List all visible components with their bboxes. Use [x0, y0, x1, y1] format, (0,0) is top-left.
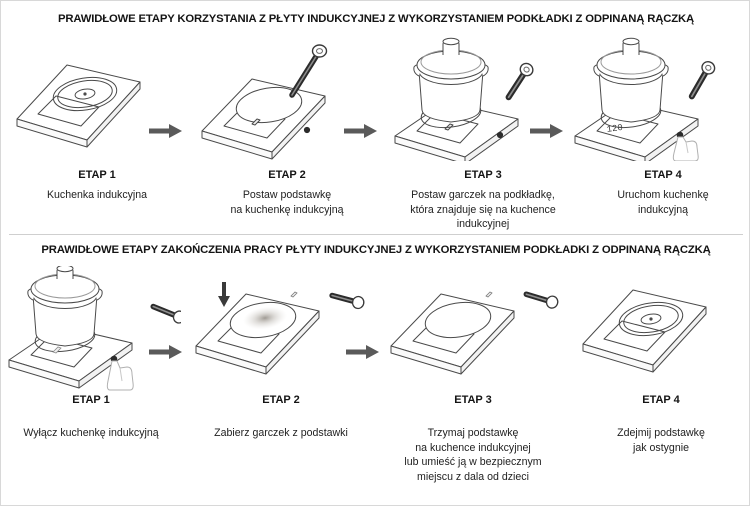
step-finish-3: ETAP 3 Trzymaj podstawkę na kuchence ind…	[383, 266, 563, 483]
section-title-finishing: PRAWIDŁOWE ETAPY ZAKOŃCZENIA PRACY PŁYTY…	[41, 244, 711, 256]
step-caption: Zabierz garczek z podstawki	[214, 427, 348, 439]
detachable-handle-icon	[505, 62, 534, 101]
detachable-handle-icon	[523, 291, 559, 309]
step-caption: Wyłącz kuchenkę indukcyjną	[23, 427, 159, 439]
step-label: ETAP 2	[262, 394, 300, 406]
finishing-steps-row: ETAP 1 Wyłącz kuchenkę indukcyjną	[1, 266, 750, 483]
arrow-right-icon	[346, 344, 380, 360]
caption-line: Uruchom kuchenkę	[617, 189, 709, 201]
step-caption: Zdejmij podstawkę jak ostygnie	[563, 426, 750, 455]
caption-line: miejscu z dala od dzieci	[417, 470, 529, 483]
caption-line: na kuchenkę indukcyjną	[230, 203, 344, 216]
detachable-handle-icon	[289, 44, 328, 98]
illustration-hob-with-pot-hand-pressing-button: 120	[573, 31, 750, 161]
caption-line: która znajduje się na kuchence	[410, 203, 556, 216]
illustration-hob-with-pot-and-detached-handle	[393, 31, 573, 161]
arrow-right-icon	[530, 123, 564, 139]
caption-line: na kuchence indukcyjnej	[415, 441, 531, 454]
step-label: ETAP 3	[454, 394, 492, 406]
section-divider	[9, 234, 743, 235]
step-label: ETAP 4	[644, 169, 682, 181]
arrow-right-icon	[344, 123, 378, 139]
illustration-induction-hob-plain	[7, 31, 187, 161]
arrow-down-icon	[218, 282, 230, 307]
step-usage-1: ETAP 1 Kuchenka indukcyjna	[7, 31, 187, 231]
hand-icon	[672, 136, 699, 161]
step-caption: Kuchenka indukcyjna	[46, 189, 148, 201]
step-caption: Postaw garczek na podkładkę, która znajd…	[385, 188, 581, 232]
display-readout: 120	[606, 123, 623, 135]
step-label: ETAP 1	[72, 394, 110, 406]
illustration-hob-with-pot-hand-pressing-button	[1, 266, 181, 396]
caption-line: lub umieść ją w bezpiecznym	[404, 456, 542, 469]
caption-line: indukcyjnej	[456, 218, 510, 231]
step-finish-4: ETAP 4 Zdejmij podstawkę jak ostygnie	[571, 266, 750, 466]
usage-steps-row: ETAP 1 Kuchenka indukcyjna	[1, 31, 750, 231]
illustration-induction-hob-plain	[571, 266, 750, 396]
caption-line: Zdejmij podstawkę	[617, 427, 705, 439]
arrow-right-icon	[149, 123, 183, 139]
step-label: ETAP 2	[268, 169, 306, 181]
caption-line: Trzymaj podstawkę	[427, 427, 519, 439]
detachable-handle-icon	[688, 61, 716, 100]
step-label: ETAP 1	[78, 169, 116, 181]
section-title-usage: PRAWIDŁOWE ETAPY KORZYSTANIA Z PŁYTY IND…	[57, 13, 695, 25]
step-caption: Postaw podstawkę na kuchenkę indukcyjną	[189, 188, 385, 217]
arrow-right-icon	[149, 344, 183, 360]
caption-line: jak ostygnie	[633, 441, 689, 454]
step-caption: Uruchom kuchenkę indukcyjną	[565, 188, 750, 217]
step-usage-4: 120	[573, 31, 750, 231]
illustration-hob-with-hot-trivet-lift-arrow	[191, 266, 371, 396]
control-display: 120	[606, 123, 623, 135]
step-label: ETAP 3	[464, 169, 502, 181]
detachable-handle-icon	[329, 292, 365, 310]
illustration-hob-with-trivet	[383, 266, 563, 396]
detachable-handle-icon	[150, 303, 181, 324]
step-label: ETAP 4	[642, 394, 680, 406]
caption-line: Postaw podstawkę	[242, 189, 332, 201]
caption-line: Postaw garczek na podkładkę,	[411, 189, 555, 201]
step-caption: Trzymaj podstawkę na kuchence indukcyjne…	[375, 426, 571, 484]
illustration-hob-with-trivet-and-handle	[197, 31, 377, 161]
caption-line: indukcyjną	[637, 203, 689, 216]
hand-icon	[106, 360, 134, 391]
step-finish-1: ETAP 1 Wyłącz kuchenkę indukcyjną	[1, 266, 181, 466]
step-finish-2: ETAP 2 Zabierz garczek z podstawki	[191, 266, 371, 466]
step-usage-3: ETAP 3 Postaw garczek na podkładkę, któr…	[393, 31, 573, 231]
step-usage-2: ETAP 2 Postaw podstawkę na kuchenkę indu…	[197, 31, 377, 231]
